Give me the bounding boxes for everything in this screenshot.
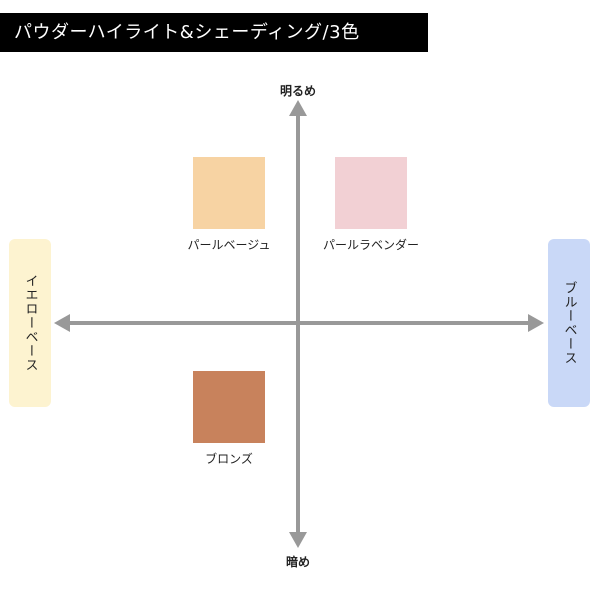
yellow-base-label: イエローベース (22, 274, 38, 372)
swatch-pearl-lavender (335, 157, 407, 229)
arrow-down-icon (289, 532, 307, 548)
arrow-left-icon (54, 314, 70, 332)
blue-base-box: ブルーベース (548, 239, 590, 407)
swatch-label-pearl-beige: パールベージュ (187, 238, 271, 252)
swatch-bronze (193, 371, 265, 443)
arrow-up-icon (289, 100, 307, 116)
blue-base-label: ブルーベース (561, 281, 577, 365)
swatch-label-bronze: ブロンズ (205, 452, 253, 466)
axis-label-bright: 明るめ (279, 84, 316, 98)
swatch-label-pearl-lavender: パールラベンダー (322, 238, 419, 252)
page-title: パウダーハイライト&シェーディング/3色 (0, 13, 428, 52)
yellow-base-box: イエローベース (9, 239, 51, 407)
axis-label-dark: 暗め (285, 555, 310, 569)
arrow-right-icon (528, 314, 544, 332)
swatch-pearl-beige (193, 157, 265, 229)
